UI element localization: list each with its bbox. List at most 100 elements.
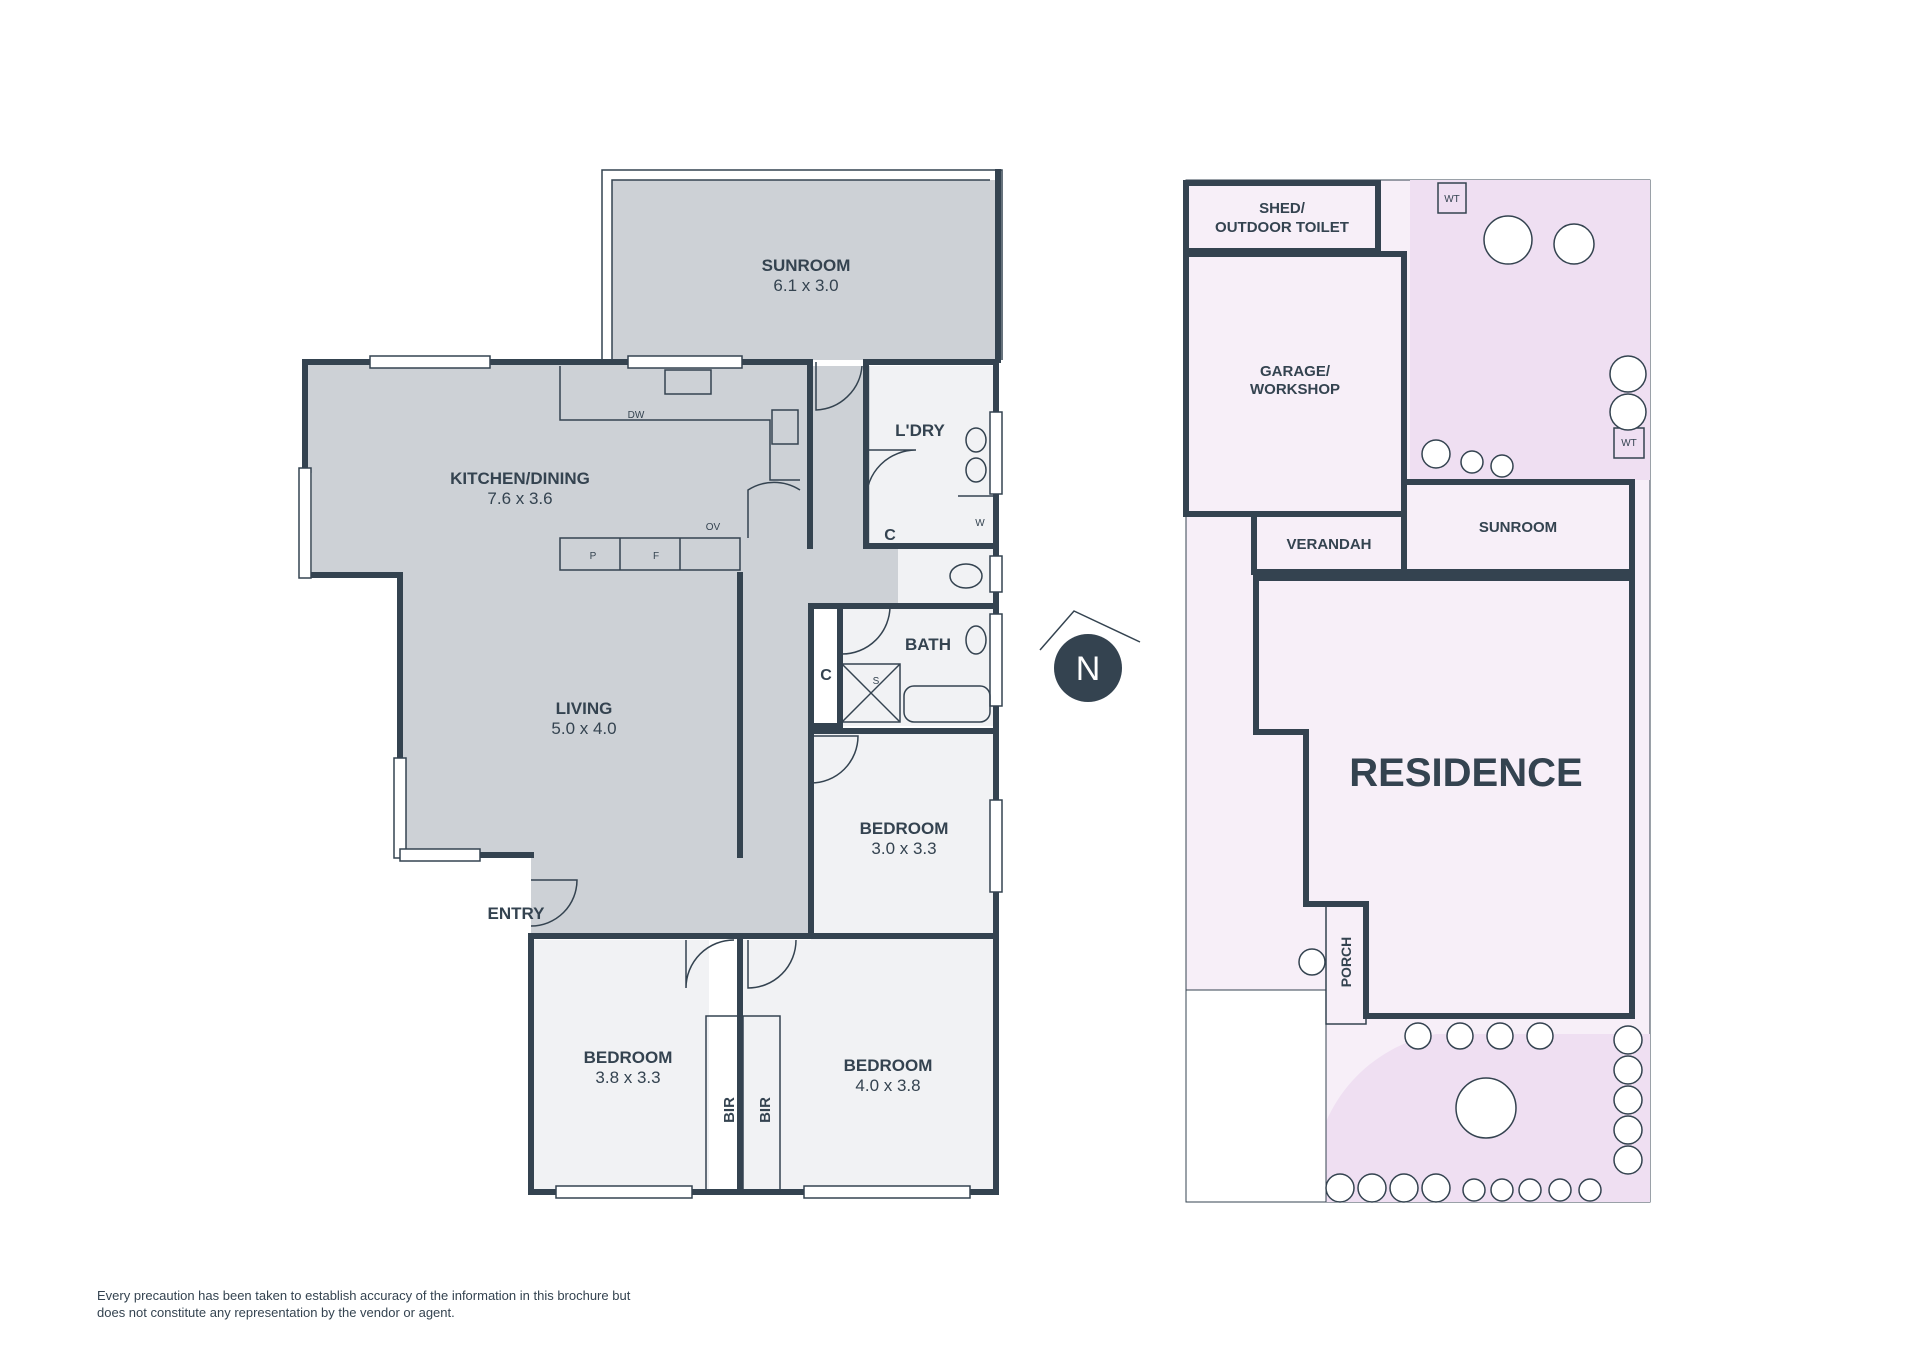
label-fridge: F: [653, 551, 659, 562]
label-sunroom: SUNROOM: [762, 256, 851, 275]
bathtub: [903, 685, 991, 723]
cooktop: [771, 409, 799, 445]
window-kitchen-1: [369, 355, 491, 369]
tree-icon: [1526, 1022, 1554, 1050]
dims-bedroom-sw: 3.8 x 3.3: [595, 1068, 660, 1087]
door-sunroom: [815, 362, 863, 411]
label-washer: W: [975, 518, 985, 529]
label-verandah: VERANDAH: [1286, 536, 1371, 553]
tree-icon: [1609, 393, 1647, 431]
dims-bedroom-se: 4.0 x 3.8: [855, 1076, 920, 1095]
bedroom-east-floor: [811, 731, 996, 940]
dims-bedroom-east: 3.0 x 3.3: [871, 839, 936, 858]
tree-icon: [1455, 1077, 1517, 1139]
label-water-tank-bottom: WT: [1621, 438, 1637, 449]
label-bir-left: BIR: [721, 1097, 738, 1123]
bath-floor: [840, 606, 996, 726]
label-bedroom-sw: BEDROOM: [584, 1048, 673, 1067]
sunroom-frame: [601, 169, 1003, 362]
tree-icon: [1613, 1115, 1643, 1145]
porch: [1325, 903, 1367, 1025]
house-floor-plan: SUNROOM 6.1 x 3.0 KITCHEN/DINING 7.6 x 3…: [298, 169, 1003, 1199]
shower: [841, 663, 901, 723]
label-cupboard-hall: C: [820, 667, 832, 684]
label-residence: RESIDENCE: [1349, 751, 1582, 795]
label-garage-line2: WORKSHOP: [1250, 381, 1340, 398]
label-water-tank-top: WT: [1444, 194, 1460, 205]
label-site-sunroom: SUNROOM: [1479, 519, 1557, 536]
tree-icon: [1460, 450, 1484, 474]
wall-cupboard: [808, 603, 843, 729]
tree-icon: [1486, 1022, 1514, 1050]
tree-icon: [1446, 1022, 1474, 1050]
bedroom-se-floor: [740, 940, 996, 1192]
label-pantry: P: [590, 551, 597, 562]
tree-icon: [1421, 1173, 1451, 1203]
wc-floor: [898, 546, 996, 606]
trough-1: [965, 427, 987, 453]
compass-pointer: [1039, 610, 1141, 651]
kitchen-bench: [559, 366, 800, 481]
wall-laundry: [863, 363, 999, 549]
sink: [664, 369, 712, 395]
label-shower: S: [873, 676, 880, 687]
dims-sunroom: 6.1 x 3.0: [773, 276, 838, 295]
shaded-living-floor: [305, 180, 998, 936]
site-plan: SHED/ OUTDOOR TOILET GARAGE/ WORKSHOP VE…: [1183, 179, 1651, 1203]
door-bedroom-se: [747, 939, 797, 989]
tree-icon: [1490, 1178, 1514, 1202]
tree-icon: [1518, 1178, 1542, 1202]
dims-kitchen-dining: 7.6 x 3.6: [487, 489, 552, 508]
tree-icon: [1553, 223, 1595, 265]
tree-icon: [1613, 1055, 1643, 1085]
label-garage: GARAGE/: [1260, 363, 1331, 380]
window-kitchen-west: [298, 467, 312, 579]
tree-icon: [1357, 1173, 1387, 1203]
label-cupboard-laundry: C: [884, 527, 896, 544]
dims-living: 5.0 x 4.0: [551, 719, 616, 738]
tree-icon: [1389, 1173, 1419, 1203]
door-bath: [841, 605, 891, 655]
tree-icon: [1404, 1022, 1432, 1050]
tree-icon: [1613, 1085, 1643, 1115]
window-wc: [989, 555, 1003, 593]
site-sunroom-building: [1401, 479, 1635, 575]
sunroom-frame-inner: [611, 179, 990, 362]
basin-bath: [965, 625, 987, 655]
water-tank-top: [1437, 182, 1467, 214]
tree-icon: [1462, 1178, 1486, 1202]
label-bedroom-east: BEDROOM: [860, 819, 949, 838]
shower-x2: [841, 663, 901, 723]
label-bir-right: BIR: [757, 1097, 774, 1123]
window-laundry: [989, 411, 1003, 495]
side-path: [1185, 989, 1327, 1203]
outer-wall-east: [528, 359, 999, 1195]
window-kitchen-2: [627, 355, 743, 369]
trough-2: [965, 457, 987, 483]
label-bath: BATH: [905, 635, 951, 654]
window-bath: [989, 613, 1003, 707]
label-entry: ENTRY: [488, 904, 546, 923]
compass-circle: [1054, 634, 1122, 702]
tree-icon: [1613, 1145, 1643, 1175]
window-bedroom-sw: [555, 1185, 693, 1199]
island-bench: [559, 537, 741, 571]
compass-label: N: [1076, 650, 1101, 688]
label-bedroom-se: BEDROOM: [844, 1056, 933, 1075]
window-bedroom-east: [989, 799, 1003, 893]
door-bedroom-sw: [685, 939, 735, 989]
tree-icon: [1578, 1178, 1602, 1202]
tree-icon: [1490, 454, 1514, 478]
disclaimer-text: Every precaution has been taken to estab…: [97, 1288, 631, 1320]
door-kitchen-hall: [747, 481, 801, 538]
label-living: LIVING: [556, 699, 613, 718]
garden-trees: [1298, 215, 1647, 1203]
door-bedroom-east: [810, 735, 859, 784]
compass: N: [1039, 610, 1141, 702]
tree-icon: [1421, 439, 1451, 469]
label-shed-line2: OUTDOOR TOILET: [1215, 219, 1349, 236]
door-entry: [530, 879, 578, 927]
window-bedroom-se: [803, 1185, 971, 1199]
label-shed: SHED/: [1259, 200, 1306, 217]
